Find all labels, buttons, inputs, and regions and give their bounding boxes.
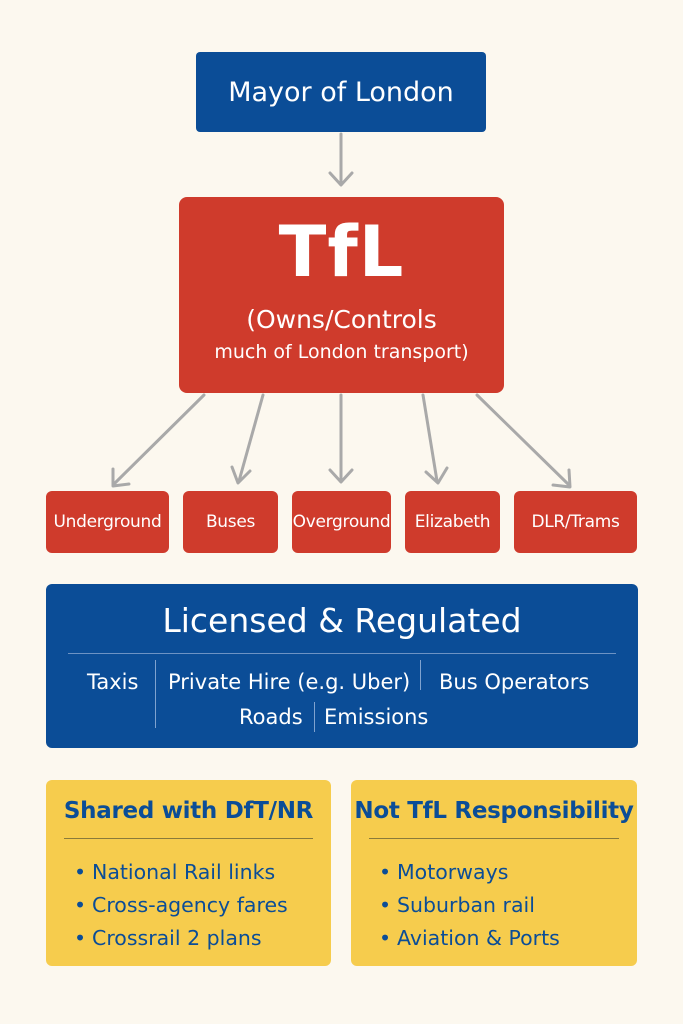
list-item: •Suburban rail [379,893,535,917]
mayor-label: Mayor of London [228,76,454,108]
service-label: Underground [53,512,162,532]
tfl-subtitle-line2: much of London transport) [214,341,469,363]
list-item-text: Suburban rail [397,893,535,917]
tfl-subtitle-line1: (Owns/Controls [246,305,437,334]
service-underground: Underground [46,491,169,553]
shared-panel: Shared with DfT/NR •National Rail links … [46,780,331,966]
shared-divider [64,838,313,839]
service-overground: Overground [292,491,391,553]
licensed-item-roads: Roads [239,705,303,729]
tfl-box: TfL (Owns/Controls much of London transp… [179,197,504,393]
service-elizabeth: Elizabeth [405,491,500,553]
arrow-tfl-to-buses [237,393,265,483]
service-dlr-trams: DLR/Trams [514,491,637,553]
service-label: DLR/Trams [531,512,620,532]
shared-list: •National Rail links •Cross-agency fares… [74,856,288,955]
list-item-text: Aviation & Ports [397,926,560,950]
service-label: Elizabeth [414,512,491,532]
licensed-title: Licensed & Regulated [162,601,522,640]
list-item-text: National Rail links [92,860,276,884]
service-label: Buses [205,512,256,532]
list-item-text: Motorways [397,860,509,884]
list-item-text: Cross-agency fares [92,893,288,917]
shared-title: Shared with DfT/NR [63,798,314,824]
list-item: •Cross-agency fares [74,893,288,917]
licensed-separator [155,660,156,728]
licensed-item-emissions: Emissions [324,705,429,729]
service-buses: Buses [183,491,278,553]
not-tfl-divider [369,838,619,839]
not-tfl-list: •Motorways •Suburban rail •Aviation & Po… [379,856,560,955]
list-item: •National Rail links [74,860,276,884]
list-item-text: Crossrail 2 plans [92,926,262,950]
licensed-item-taxis: Taxis [87,670,139,694]
licensed-item-bus-operators: Bus Operators [439,670,590,694]
arrow-tfl-to-elizabeth [421,393,439,483]
licensed-regulated-panel: Licensed & Regulated Taxis Private Hire … [46,584,638,748]
arrow-tfl-to-underground [112,393,206,486]
not-tfl-panel: Not TfL Responsibility •Motorways •Subur… [351,780,637,966]
licensed-item-private-hire: Private Hire (e.g. Uber) [168,670,411,694]
list-item: •Motorways [379,860,509,884]
licensed-separator [314,702,315,732]
mayor-box: Mayor of London [196,52,486,132]
list-item: •Crossrail 2 plans [74,926,262,950]
arrow-tfl-to-dlr [475,393,571,487]
tfl-title: TfL [278,211,405,293]
list-item: •Aviation & Ports [379,926,560,950]
licensed-separator [420,660,421,690]
not-tfl-title: Not TfL Responsibility [354,798,634,824]
service-label: Overground [292,512,391,532]
licensed-divider [68,653,616,654]
